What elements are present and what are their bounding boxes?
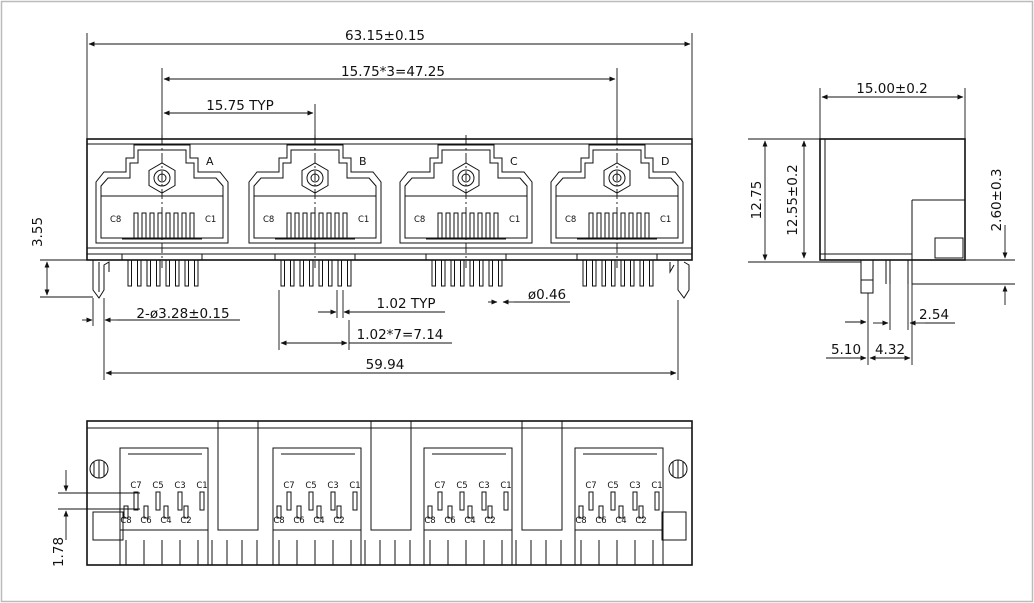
dim-post-span: 59.94	[366, 357, 405, 373]
pin-label: C7	[434, 481, 445, 491]
pin-label: C3	[629, 481, 640, 491]
port-letter: D	[661, 155, 669, 168]
pin-label: C3	[174, 481, 185, 491]
port-c8-label: C8	[263, 215, 274, 225]
pin-label: C6	[293, 516, 304, 526]
dim-pin-pitch: 1.02 TYP	[377, 296, 436, 312]
port-letter: C	[510, 155, 518, 168]
dim-side-depth: 15.00±0.2	[856, 81, 927, 97]
front-port-c: C C8 C1	[399, 135, 533, 287]
port-c1-label: C1	[660, 215, 671, 225]
dim-led-height: 2.60±0.3	[989, 169, 1005, 232]
dim-port-span: 15.75*3=47.25	[341, 64, 445, 80]
pin-label: C2	[484, 516, 495, 526]
dim-pin-diameter: ø0.46	[528, 287, 566, 303]
dim-pin-span: 1.02*7=7.14	[357, 327, 444, 343]
pin-label: C2	[635, 516, 646, 526]
port-letter: A	[206, 155, 214, 168]
bottom-dimensions: 1.78	[51, 470, 140, 567]
port-c1-label: C1	[358, 215, 369, 225]
side-dimensions: 15.00±0.2 12.75 12.55±0.2 2.60±0.3 2.54 …	[748, 81, 1015, 365]
pin-label: C5	[607, 481, 618, 491]
dim-post-hole: 2-ø3.28±0.15	[136, 306, 229, 322]
port-letter: B	[359, 155, 367, 168]
pin-label: C8	[424, 516, 435, 526]
pin-label: C1	[500, 481, 511, 491]
front-dimensions: 63.15±0.15 15.75*3=47.25 15.75 TYP 3.55 …	[30, 28, 693, 380]
pin-label: C1	[651, 481, 662, 491]
dim-side-offset-a: 5.10	[831, 342, 861, 358]
dim-side-pin-pitch: 2.54	[919, 307, 949, 323]
pin-label: C8	[575, 516, 586, 526]
dim-bottom-offset: 1.78	[51, 537, 67, 567]
pin-label: C6	[444, 516, 455, 526]
port-c8-label: C8	[110, 215, 121, 225]
pin-label: C3	[478, 481, 489, 491]
pin-label: C7	[585, 481, 596, 491]
pin-label: C3	[327, 481, 338, 491]
dim-side-offset-b: 4.32	[875, 342, 905, 358]
pin-label: C5	[152, 481, 163, 491]
dim-body-height: 12.55±0.2	[785, 164, 801, 235]
pin-label: C5	[305, 481, 316, 491]
pin-label: C2	[180, 516, 191, 526]
pin-label: C7	[130, 481, 141, 491]
pin-label: C1	[349, 481, 360, 491]
pin-label: C7	[283, 481, 294, 491]
side-led	[934, 237, 964, 259]
pin-label: C8	[273, 516, 284, 526]
side-view	[819, 138, 966, 294]
dim-overall-width: 63.15±0.15	[345, 28, 425, 44]
pin-label: C1	[196, 481, 207, 491]
pin-label: C6	[140, 516, 151, 526]
dim-port-pitch: 15.75 TYP	[206, 98, 274, 114]
port-c1-label: C1	[205, 215, 216, 225]
pin-label: C2	[333, 516, 344, 526]
pin-label: C4	[615, 516, 626, 526]
dim-side-height: 12.75	[749, 181, 765, 220]
front-port-a: A C8 C1	[95, 135, 229, 287]
front-view: A C8 C1 B C8 C1 C C8 C1 D C8 C1	[86, 135, 693, 299]
port-c8-label: C8	[565, 215, 576, 225]
pin-label: C4	[160, 516, 171, 526]
pin-label: C4	[464, 516, 475, 526]
dim-left-height: 3.55	[30, 217, 46, 247]
pin-label: C6	[595, 516, 606, 526]
front-port-b: B C8 C1	[248, 135, 382, 287]
front-port-d: D C8 C1	[550, 135, 684, 287]
front-body	[86, 138, 693, 261]
pin-label: C5	[456, 481, 467, 491]
pin-label: C8	[120, 516, 131, 526]
port-c1-label: C1	[509, 215, 520, 225]
pin-label: C4	[313, 516, 324, 526]
port-c8-label: C8	[414, 215, 425, 225]
